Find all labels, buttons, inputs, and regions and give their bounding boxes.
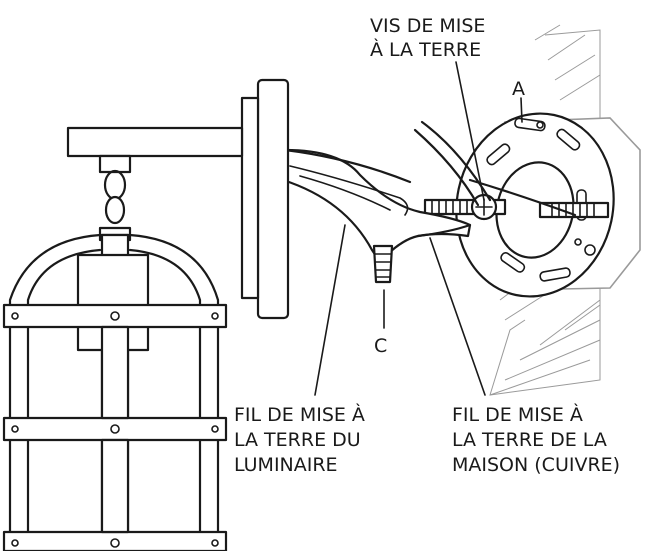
lamp-arm (281, 148, 472, 264)
fixture-backplate (240, 78, 290, 320)
screw-label-line1: VIS DE MISE (370, 15, 485, 37)
wire-nut (372, 244, 394, 284)
label-a: A (512, 78, 525, 100)
house-label-line3: MAISON (CUIVRE) (452, 454, 620, 476)
fixture-label-line3: LUMINAIRE (234, 454, 338, 476)
wall (489, 24, 601, 396)
house-label-line2: LA TERRE DE LA (452, 429, 607, 451)
fixture-arm (66, 126, 244, 174)
screw-label-line2: À LA TERRE (370, 38, 481, 61)
fixture-label-line2: LA TERRE DU (234, 429, 361, 451)
fixture-label-line1: FIL DE MISE À (234, 403, 365, 426)
leader-lines (314, 61, 523, 396)
label-c: C (374, 335, 387, 357)
lantern-cage (2, 169, 228, 551)
house-label-line1: FIL DE MISE À (452, 403, 583, 426)
mounting-plate (455, 112, 615, 298)
